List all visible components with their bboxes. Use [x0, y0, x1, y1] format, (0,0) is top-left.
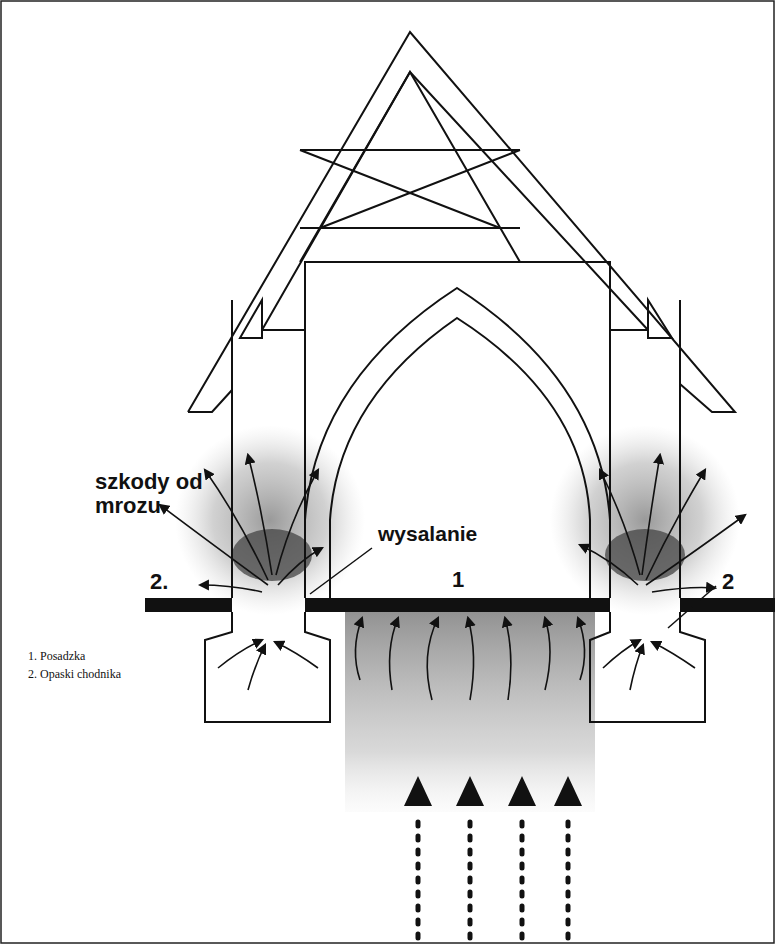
- callout-number: 1: [452, 568, 464, 592]
- key-note: 2. Opaski chodnika: [28, 668, 121, 681]
- moisture-zones: [175, 425, 740, 812]
- salting-label: wysalanie: [378, 522, 477, 545]
- building-outline: [188, 32, 735, 722]
- callout-number: 2: [722, 570, 734, 594]
- groundwater-symbols: [404, 776, 582, 944]
- key-note: 1. Posadzka: [28, 650, 85, 663]
- callout-number: 2.: [150, 570, 168, 594]
- moisture-arrows: [160, 455, 745, 700]
- floor-bands: [145, 598, 775, 612]
- leader-lines: [310, 548, 716, 628]
- damage-label: szkody od mrozu: [95, 470, 225, 518]
